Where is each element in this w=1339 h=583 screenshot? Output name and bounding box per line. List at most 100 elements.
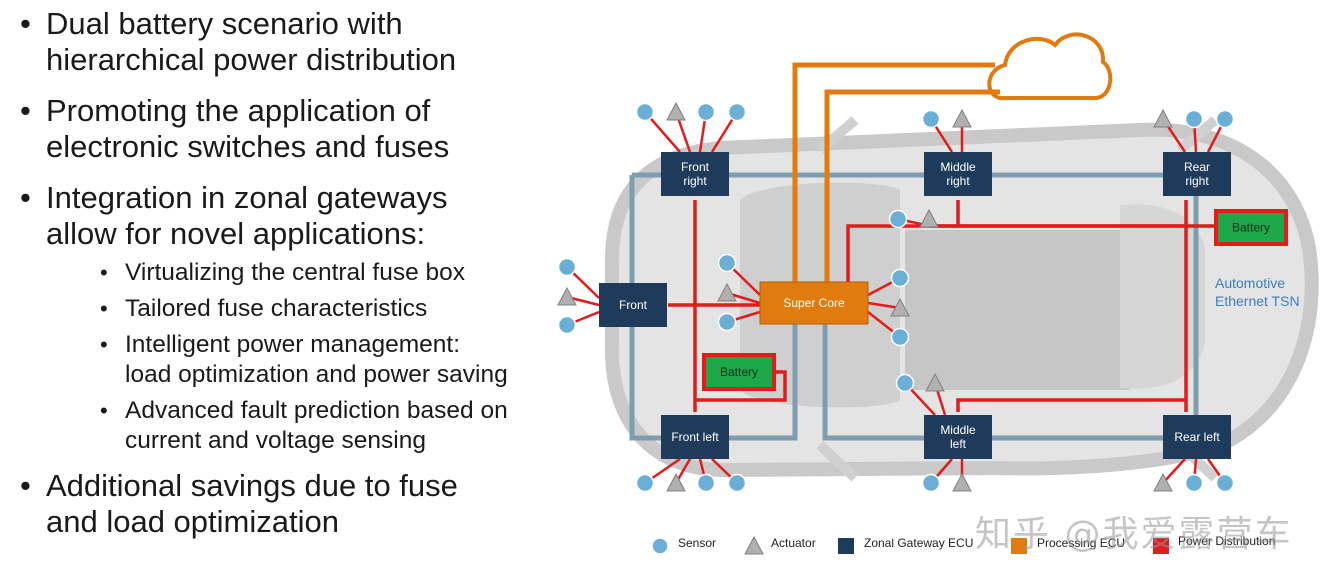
sub-bullet-text: Intelligent power management: xyxy=(125,331,461,358)
zonal-ecu-middle-right-label: Middle xyxy=(940,160,976,174)
actuator-icon xyxy=(952,108,972,128)
power-distribution-lines xyxy=(668,200,1215,412)
zonal-ecu-middle-left-label: Middle xyxy=(940,423,976,437)
bullet-text: electronic switches and fuses xyxy=(46,129,450,164)
sensor-icon xyxy=(890,268,910,288)
actuator-icon xyxy=(1153,472,1173,492)
bullet-text: hierarchical power distribution xyxy=(46,42,457,77)
legend-zonal-icon xyxy=(838,538,854,554)
sub-bullet-item: Intelligent power management: load optimi… xyxy=(46,330,578,390)
network-label: Automotive Ethernet TSN xyxy=(1215,275,1300,309)
sensor-icon xyxy=(635,102,655,122)
processing-ecu-super-core-label: Super Core xyxy=(783,296,845,310)
sub-bullet-text: current and voltage sensing xyxy=(125,427,426,454)
sensor-icon xyxy=(717,312,737,332)
legend-processing-icon xyxy=(1011,538,1027,554)
sub-bullet-text: Advanced fault prediction based on xyxy=(125,397,508,424)
network-label-line-1: Automotive xyxy=(1215,275,1285,291)
processing-ecu-super-core-box xyxy=(759,281,869,325)
actuator-icon xyxy=(925,372,945,392)
legend: Sensor Actuator Zonal Gateway ECU Proces… xyxy=(651,534,1275,555)
bullet-text: allow for novel applications: xyxy=(46,216,426,251)
zonal-ecu-front-right-label: Front xyxy=(681,160,710,174)
legend-zonal-label: Zonal Gateway ECU xyxy=(864,536,973,550)
sensor-icon xyxy=(696,473,716,493)
sensor-icon xyxy=(557,257,577,277)
sensor-icon xyxy=(890,327,910,347)
legend-sensor-icon xyxy=(651,537,669,555)
zonal-ecu-rear-left-box xyxy=(1163,415,1231,459)
battery-front-label: Battery xyxy=(720,365,758,379)
zonal-ecu-middle-left-box xyxy=(924,415,992,459)
sub-bullet-text: Virtualizing the central fuse box xyxy=(125,259,466,286)
actuator-icon xyxy=(1153,108,1173,128)
sensor-icon xyxy=(635,473,655,493)
sub-bullet-item: Tailored fuse characteristics xyxy=(46,294,578,324)
actuator-icon xyxy=(557,286,577,306)
legend-actuator-icon xyxy=(744,535,764,555)
battery-rear: Battery xyxy=(1214,209,1288,246)
bullet-text: Additional savings due to fuse xyxy=(46,468,458,503)
device-wire xyxy=(1162,458,1186,484)
sub-bullet-text: load optimization and power saving xyxy=(125,361,508,388)
legend-actuator-label: Actuator xyxy=(771,536,816,550)
sensor-icon xyxy=(1215,109,1235,129)
watermark: 知乎 @我爱露营车 xyxy=(975,514,1293,555)
sensor-icon xyxy=(727,473,747,493)
zonal-ecu-front-left: Front left xyxy=(661,415,729,459)
zonal-ecu-front-box xyxy=(599,283,667,327)
legend-sensor-label: Sensor xyxy=(678,536,716,550)
actuator-icon xyxy=(890,297,910,317)
legend-power-icon xyxy=(1153,538,1169,554)
sensor-icon xyxy=(921,109,941,129)
zonal-ecu-front: Front xyxy=(599,283,667,327)
bullet-text: Promoting the application of xyxy=(46,93,431,128)
zonal-ecu-front-right-box xyxy=(661,152,729,196)
processing-ecu-super-core: Super Core xyxy=(759,281,869,325)
zonal-ecu-front-right-label: right xyxy=(683,174,707,188)
sensor-icon xyxy=(1184,109,1204,129)
sensor-icon xyxy=(888,209,908,229)
actuator-icon xyxy=(952,472,972,492)
battery-front: Battery xyxy=(702,353,776,391)
sensors-and-actuators xyxy=(557,101,1235,493)
sensor-icon xyxy=(557,315,577,335)
bullet-text: and load optimization xyxy=(46,504,339,539)
zonal-ecu-rear-right-label: right xyxy=(1185,174,1209,188)
battery-front-box xyxy=(702,353,776,391)
sensor-icon xyxy=(921,473,941,493)
zonal-ecu-middle-right-label: right xyxy=(946,174,970,188)
bullet-text: Integration in zonal gateways xyxy=(46,180,448,215)
sub-bullet-item: Advanced fault prediction based on curren… xyxy=(46,396,578,456)
device-wire xyxy=(867,301,901,310)
cloud-link xyxy=(792,62,1000,282)
actuator-icon xyxy=(919,208,939,228)
sensor-icon xyxy=(895,373,915,393)
network-label-line-2: Ethernet TSN xyxy=(1215,293,1300,309)
battery-rear-label: Battery xyxy=(1232,221,1270,235)
sensor-icon xyxy=(727,102,747,122)
sub-bullet-text: Tailored fuse characteristics xyxy=(125,295,428,322)
zonal-ecu-middle-right-box xyxy=(924,152,992,196)
sub-bullet-item: Virtualizing the central fuse box xyxy=(46,258,578,288)
sensor-icon xyxy=(1184,473,1204,493)
sensor-icon xyxy=(1215,473,1235,493)
actuator-icon xyxy=(666,472,686,492)
actuator-icon xyxy=(717,282,737,302)
zonal-ecu-front-left-label: Front left xyxy=(671,430,719,444)
zonal-ecu-rear-right-label: Rear xyxy=(1184,160,1210,174)
zonal-ecu-front-left-box xyxy=(661,415,729,459)
zonal-ecu-rear-left: Rear left xyxy=(1163,415,1231,459)
actuator-icon xyxy=(666,101,686,121)
zonal-ecu-middle-left-label: left xyxy=(950,437,967,451)
